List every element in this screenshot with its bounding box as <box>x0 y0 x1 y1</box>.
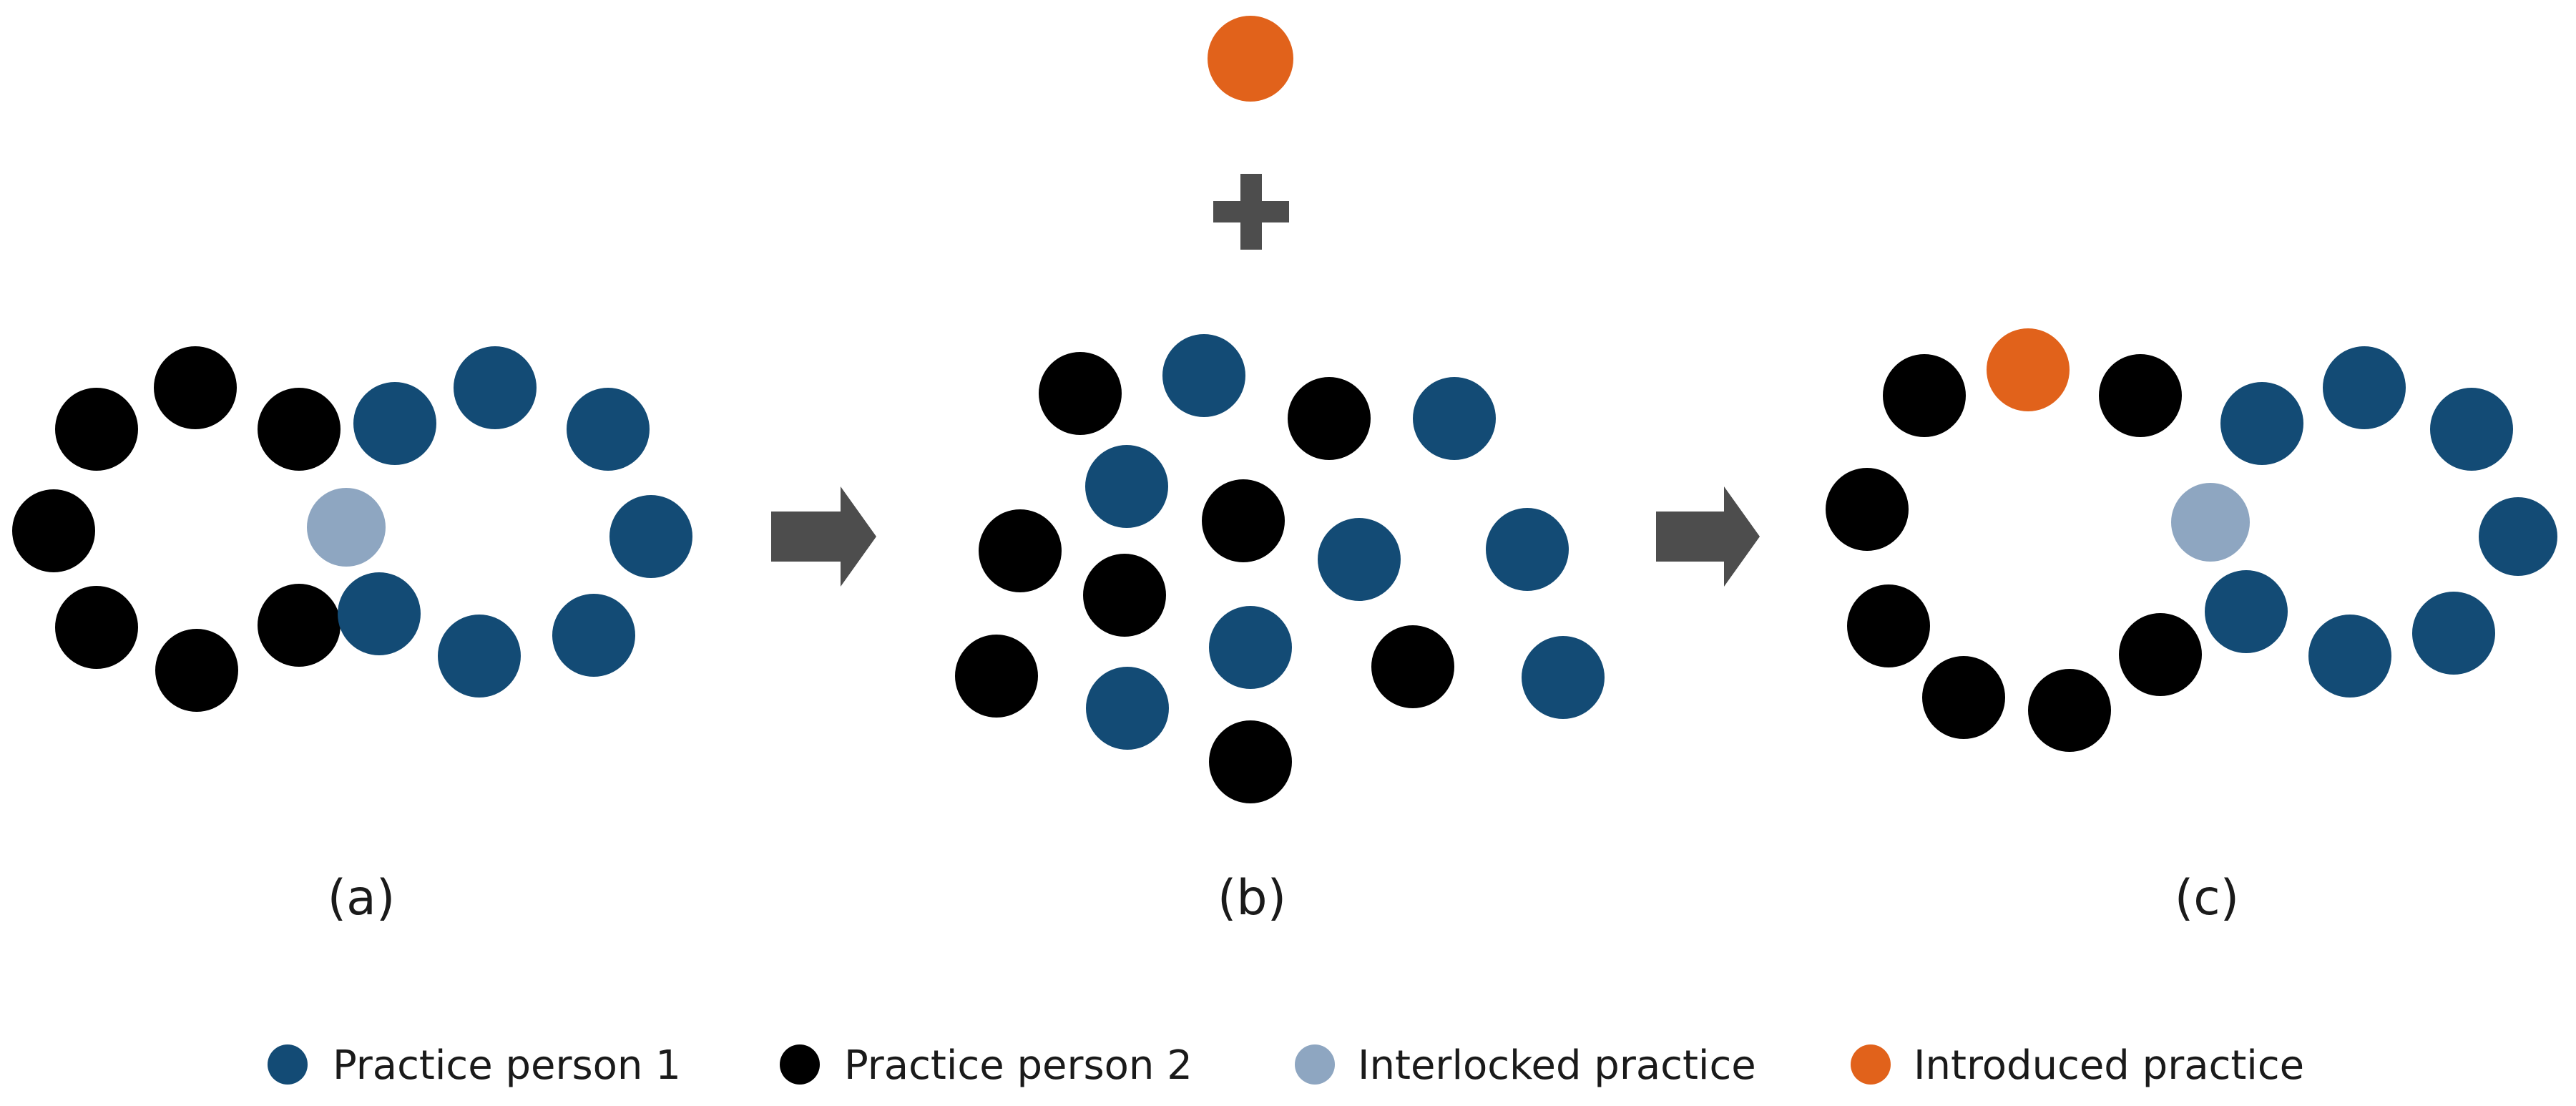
practice-dot-person1 <box>438 615 521 698</box>
practice-dot-person2 <box>1083 554 1166 637</box>
practice-dot-person1 <box>1522 636 1605 719</box>
practice-dot-person1 <box>2308 615 2391 698</box>
practice-dot-person1 <box>1486 508 1569 591</box>
practice-dot-person2 <box>2099 354 2182 437</box>
panel-label-a: (a) <box>328 870 396 926</box>
practice-dot-person2 <box>2119 613 2202 696</box>
practice-dot-person2 <box>1922 656 2005 739</box>
practice-dot-person2 <box>1039 352 1122 435</box>
practice-dot-person1 <box>2205 570 2288 653</box>
practice-dot-person2 <box>55 388 138 471</box>
arrow-right-icon <box>1656 486 1760 587</box>
practice-dot-person1 <box>2220 382 2303 465</box>
legend-label-introduced: Introduced practice <box>1914 1042 2304 1089</box>
practice-dot-person2 <box>12 489 95 572</box>
plus-icon <box>1213 174 1289 250</box>
practice-dot-person2 <box>258 388 341 471</box>
practice-dot-person2 <box>154 346 237 429</box>
practice-dot-person2 <box>55 586 138 669</box>
practice-dot-person1 <box>2323 346 2406 429</box>
practice-dot-person1 <box>2412 592 2495 675</box>
practice-dot-person2 <box>1826 468 1909 551</box>
legend: Practice person 1 Practice person 2 Inte… <box>268 1042 2304 1089</box>
practice-dot-person1 <box>2430 388 2513 471</box>
practice-dot-person1 <box>1209 606 1292 689</box>
practice-dot-person2 <box>979 509 1062 592</box>
panel-label-b: (b) <box>1218 870 1286 926</box>
legend-swatch-person1 <box>268 1044 308 1085</box>
practice-dot-person1 <box>338 572 421 655</box>
practice-dot-person2 <box>1371 625 1454 708</box>
practice-dot-person2 <box>1202 479 1285 562</box>
panel-a <box>12 346 692 712</box>
legend-swatch-introduced <box>1851 1044 1891 1085</box>
practice-dot-person2 <box>1847 584 1930 667</box>
panel-b <box>955 334 1605 803</box>
practice-dot-person2 <box>955 635 1038 718</box>
practice-dot-person1 <box>609 495 692 578</box>
practice-dot-person1 <box>1085 445 1168 528</box>
legend-label-person2: Practice person 2 <box>844 1042 1192 1089</box>
panel-label-c: (c) <box>2175 870 2239 926</box>
practice-dot-person1 <box>454 346 537 429</box>
legend-label-interlocked: Interlocked practice <box>1358 1042 1756 1089</box>
practice-dot-person2 <box>2028 669 2111 752</box>
practice-dot-person1 <box>1318 518 1401 601</box>
practice-dot-person1 <box>1413 377 1496 460</box>
arrow-right-icon <box>771 486 876 587</box>
practice-dot-person1 <box>1086 667 1169 750</box>
practice-dot-person1 <box>353 382 436 465</box>
practice-dot-person2 <box>1883 354 1966 437</box>
practice-dot-person1 <box>552 594 635 677</box>
practice-dot-person1 <box>2479 497 2557 576</box>
legend-label-person1: Practice person 1 <box>333 1042 681 1089</box>
practice-dot-person2 <box>1209 720 1292 803</box>
practice-dot-person2 <box>155 629 238 712</box>
practice-dot-person1 <box>567 388 650 471</box>
practice-dot-person1 <box>1162 334 1245 417</box>
practice-dot-introduced <box>1987 328 2070 411</box>
practice-dot-interlocked <box>307 488 386 567</box>
panel-c <box>1826 328 2557 752</box>
practice-dot-person2 <box>1288 377 1371 460</box>
legend-swatch-interlocked <box>1295 1044 1335 1085</box>
legend-swatch-person2 <box>780 1044 820 1085</box>
practice-dot-introduced <box>1208 16 1293 102</box>
practice-dot-person2 <box>258 584 341 667</box>
practice-dot-interlocked <box>2171 483 2250 562</box>
